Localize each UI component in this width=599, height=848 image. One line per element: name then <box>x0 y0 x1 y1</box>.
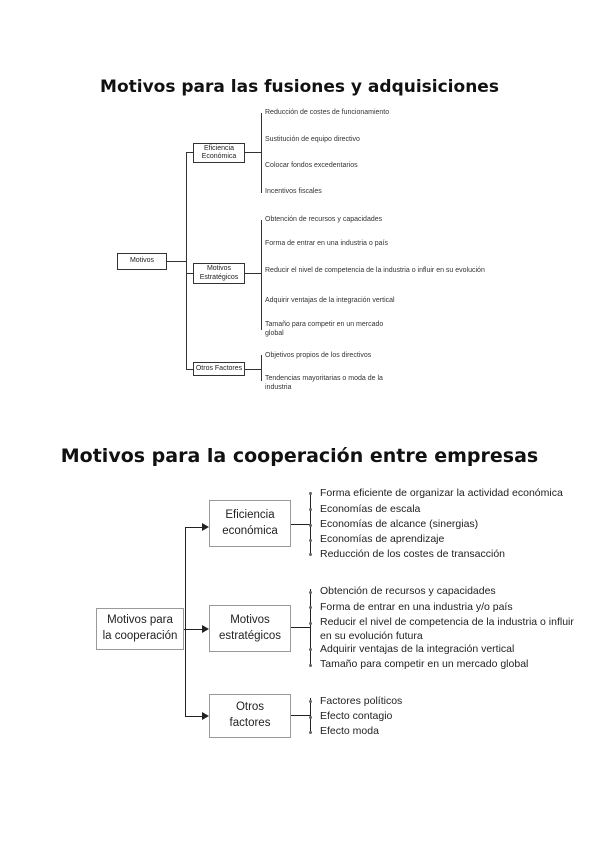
leaf-item: Objetivos propios de los directivos <box>265 352 372 359</box>
bullet-dot <box>309 731 312 734</box>
leaf-bracket <box>310 698 311 731</box>
branch-connector <box>186 152 193 153</box>
branch-node: Eficiencia Económica <box>193 143 245 163</box>
leaf-bracket <box>261 220 262 330</box>
leaf-item: Reducir el nivel de competencia de la in… <box>265 267 485 274</box>
leaf-item: Obtención de recursos y capacidades <box>265 216 383 223</box>
leaf-item: Factores políticos <box>320 695 403 707</box>
root-node: Motivos <box>117 253 167 270</box>
branch-label: Eficiencia Económica <box>201 144 237 160</box>
branch-connector <box>186 273 193 274</box>
leaf-bracket <box>310 492 311 554</box>
leaf-item: Forma de entrar en una industria y/o paí… <box>320 601 513 613</box>
leaf-bracket <box>310 589 311 665</box>
trunk-connector <box>186 152 187 370</box>
branch-label: Motivos Estratégicos <box>199 265 239 281</box>
leaf-item: Incentivos fiscales <box>265 188 322 195</box>
leaf-item: Tendencias mayoritarias o moda de la ind… <box>265 375 383 391</box>
leaf-item: Obtención de recursos y capacidades <box>320 585 496 597</box>
leaf-item: Sustitución de equipo directivo <box>265 136 360 143</box>
bullet-dot <box>309 553 312 556</box>
root-label: Motivos <box>129 257 155 265</box>
leaf-bracket <box>261 113 262 193</box>
diagram2-title: Motivos para la cooperación entre empres… <box>60 445 539 467</box>
diagram1-title: Motivos para las fusiones y adquisicione… <box>100 77 499 97</box>
arrow-icon <box>202 523 209 531</box>
leaf-item: Reducir el nivel de competencia de la in… <box>320 616 574 642</box>
leaf-bracket <box>291 715 310 716</box>
leaf-item: Tamaño para competir en un mercado globa… <box>265 321 384 337</box>
bullet-dot <box>309 591 312 594</box>
branch-connector <box>185 716 203 717</box>
branch-label: Otros factores <box>229 701 271 729</box>
leaf-item: Adquirir ventajas de la integración vert… <box>265 297 395 304</box>
bullet-dot <box>309 606 312 609</box>
branch-node: Motivos Estratégicos <box>193 263 245 284</box>
leaf-bracket <box>291 524 310 525</box>
leaf-bracket <box>261 355 262 381</box>
branch-node: Motivos estratégicos <box>209 605 291 652</box>
bullet-dot <box>309 700 312 703</box>
branch-label: Eficiencia económica <box>222 508 278 537</box>
bullet-dot <box>309 492 312 495</box>
bullet-dot <box>309 664 312 667</box>
bullet-dot <box>309 524 312 527</box>
bullet-dot <box>309 648 312 651</box>
leaf-item: Economías de alcance (sinergias) <box>320 518 479 530</box>
arrow-icon <box>202 712 209 720</box>
leaf-item: Tamaño para competir en un mercado globa… <box>320 658 529 670</box>
branch-connector <box>185 527 203 528</box>
leaf-item: Reducción de costes de funcionamiento <box>265 109 390 116</box>
bullet-dot <box>309 539 312 542</box>
leaf-item: Colocar fondos excedentarios <box>265 162 358 169</box>
branch-node: Otros factores <box>209 694 291 738</box>
leaf-bracket <box>245 152 261 153</box>
leaf-bracket <box>245 273 261 274</box>
bullet-dot <box>309 716 312 719</box>
leaf-item: Efecto contagio <box>320 710 393 722</box>
leaf-item: Forma eficiente de organizar la activida… <box>320 487 563 499</box>
branch-node: Eficiencia económica <box>209 500 291 547</box>
branch-connector <box>185 629 203 630</box>
leaf-bracket <box>291 627 310 628</box>
leaf-item: Reducción de los costes de transacción <box>320 548 506 560</box>
root-label: Motivos para la cooperación <box>102 614 178 642</box>
trunk-connector <box>185 527 186 717</box>
root-node: Motivos para la cooperación <box>96 608 184 650</box>
leaf-item: Efecto moda <box>320 725 379 737</box>
branch-connector <box>186 369 193 370</box>
leaf-item: Economías de escala <box>320 503 421 515</box>
bullet-dot <box>309 508 312 511</box>
bullet-dot <box>309 622 312 625</box>
branch-node: Otros Factores <box>193 362 245 376</box>
root-connector <box>167 261 186 262</box>
branch-label: Motivos estratégicos <box>218 613 281 642</box>
arrow-icon <box>202 625 209 633</box>
leaf-item: Economías de aprendizaje <box>320 533 445 545</box>
leaf-item: Adquirir ventajas de la integración vert… <box>320 643 515 655</box>
branch-label: Otros Factores <box>195 364 243 372</box>
leaf-item: Forma de entrar en una industria o país <box>265 240 388 247</box>
leaf-bracket <box>245 369 261 370</box>
